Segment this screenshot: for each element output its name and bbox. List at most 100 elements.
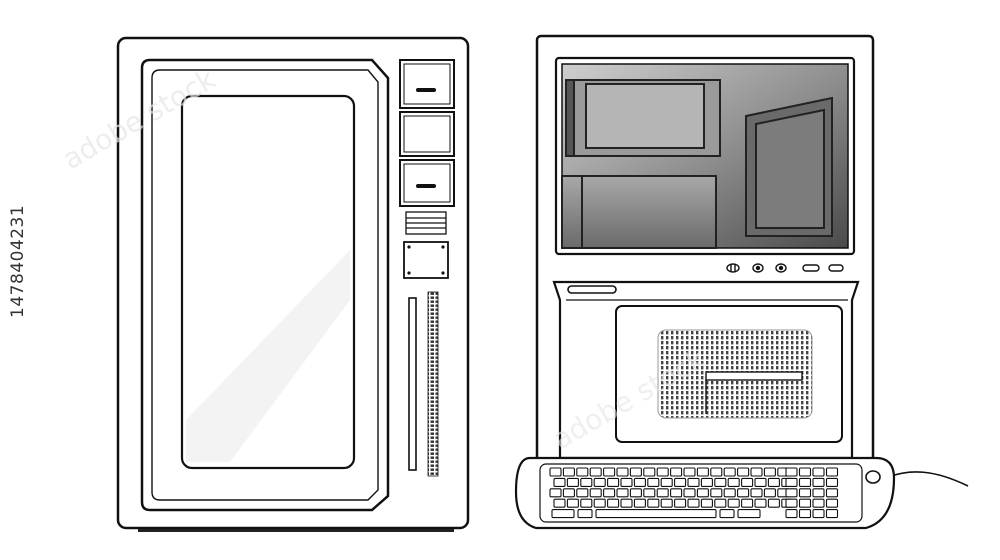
- keyboard-key: [767, 498, 780, 508]
- keyboard-key: [737, 509, 761, 519]
- keyboard-key: [696, 488, 709, 498]
- keyboard-key: [647, 498, 660, 508]
- keyboard-numpad-key: [798, 477, 812, 487]
- keyboard-key: [763, 467, 776, 477]
- keyboard-key: [670, 467, 683, 477]
- keyboard-key: [553, 498, 566, 508]
- keyboard-key: [589, 488, 602, 498]
- keyboard-key: [714, 477, 727, 487]
- keyboard-key: [674, 477, 687, 487]
- keyboard-key: [710, 488, 723, 498]
- keyboard-numpad-key: [812, 498, 825, 508]
- keyboard-key: [616, 467, 629, 477]
- keyboard-key: [553, 477, 566, 487]
- keyboard-numpad-key: [798, 498, 812, 508]
- keyboard-key: [763, 488, 776, 498]
- keyboard-key: [607, 498, 620, 508]
- keyboard-numpad-key: [785, 477, 798, 487]
- keyboard-key: [607, 477, 620, 487]
- all-in-one-computer-icon: [535, 34, 875, 508]
- keyboard-key: [549, 467, 562, 477]
- keyboard-key: [603, 467, 616, 477]
- keyboard-key: [580, 498, 593, 508]
- keyboard-key: [754, 477, 767, 487]
- keyboard-key: [589, 467, 602, 477]
- keyboard-key: [719, 509, 735, 519]
- keyboard-key: [670, 488, 683, 498]
- keyboard-key: [660, 477, 673, 487]
- keyboard-numpad-key: [812, 488, 825, 498]
- keyboard-numpad-key: [825, 477, 839, 487]
- keyboard-key: [741, 477, 754, 487]
- window-glare: [186, 250, 350, 462]
- keyboard-key: [656, 488, 669, 498]
- keyboard-numpad-key: [798, 488, 812, 498]
- keyboard-numpad-key: [785, 509, 798, 519]
- keyboard-key: [660, 498, 673, 508]
- keyboard-numpad-key: [825, 509, 839, 519]
- keyboard-key: [566, 498, 579, 508]
- keyboard-key: [683, 488, 696, 498]
- keyboard-key: [620, 477, 633, 487]
- keyboard-numpad-key: [825, 467, 839, 477]
- keyboard-key: [643, 467, 656, 477]
- keyboard-key: [723, 488, 736, 498]
- card-slots: [405, 211, 447, 235]
- keyboard-key: [727, 477, 740, 487]
- vertical-slot: [408, 297, 417, 471]
- keyboard-key: [576, 488, 589, 498]
- keyboard-numpad-key: [785, 467, 798, 477]
- keyboard-key: [577, 509, 593, 519]
- computer-tower-icon: [116, 36, 470, 532]
- keyboard-numpad-key: [798, 467, 812, 477]
- keyboard-numpad-key: [825, 498, 839, 508]
- keyboard-key: [643, 488, 656, 498]
- keyboard-key: [737, 488, 750, 498]
- drive-bay-1: [399, 59, 455, 109]
- keyboard-key: [566, 477, 579, 487]
- tower-door-inner: [151, 69, 379, 501]
- keyboard-key: [674, 498, 687, 508]
- vent-strip: [427, 291, 439, 477]
- keyboard-key: [576, 467, 589, 477]
- keyboard-numpad-key: [812, 477, 825, 487]
- keyboard-key: [700, 477, 713, 487]
- keyboard-numpad-key: [785, 488, 798, 498]
- keyboard-key: [723, 467, 736, 477]
- keyboard-key: [633, 498, 646, 508]
- keyboard-keys: [549, 467, 839, 519]
- keyboard-key: [683, 467, 696, 477]
- vent-bar: [705, 371, 803, 381]
- drive-bay-2: [399, 111, 455, 157]
- drive-bay-3: [399, 159, 455, 207]
- keyboard-key: [767, 477, 780, 487]
- keyboard-key: [593, 498, 606, 508]
- keyboard-key: [754, 498, 767, 508]
- keyboard-key: [714, 498, 727, 508]
- screen-content: [561, 79, 833, 249]
- keyboard-key: [629, 467, 642, 477]
- usb-port-icon: [802, 264, 820, 272]
- front-buttons: [726, 263, 844, 273]
- io-panel: [403, 241, 449, 279]
- keyboard-key: [603, 488, 616, 498]
- keyboard-key: [551, 509, 575, 519]
- keyboard-numpad-key: [785, 498, 798, 508]
- keyboard-key: [616, 488, 629, 498]
- keyboard-key: [696, 467, 709, 477]
- keyboard-key: [750, 467, 763, 477]
- power-button-icon: [726, 263, 740, 273]
- keyboard-key: [741, 498, 754, 508]
- keyboard-key: [687, 498, 700, 508]
- keyboard-key: [647, 477, 660, 487]
- keyboard-key: [750, 488, 763, 498]
- disc-slot: [567, 285, 617, 294]
- disc-button-icon: [775, 263, 787, 273]
- stock-id-watermark: 1478404231: [8, 204, 28, 318]
- keyboard-cable: [885, 471, 969, 487]
- keyboard-key: [580, 477, 593, 487]
- indicator-light-icon: [752, 263, 764, 273]
- keyboard-key: [549, 488, 562, 498]
- keyboard-key: [562, 467, 575, 477]
